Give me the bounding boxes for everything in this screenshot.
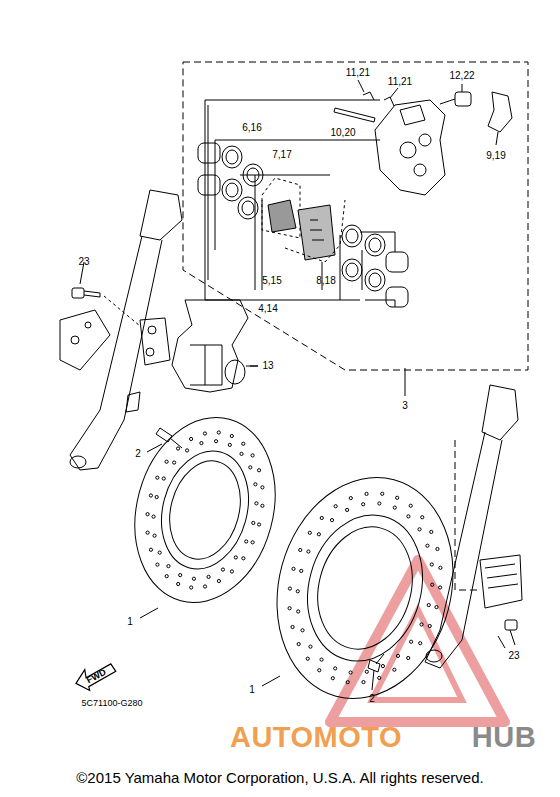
drawing-code: 5C71100-G280 <box>82 699 143 708</box>
caliper-body <box>375 100 445 195</box>
disc-holes <box>296 502 434 674</box>
pad-spring <box>488 92 512 145</box>
callout-number: 1 <box>127 617 133 627</box>
callout-number: 2 <box>135 449 141 459</box>
leader-lines <box>140 366 505 690</box>
callout-number: 8,18 <box>316 276 335 286</box>
callout-number: 11,21 <box>346 68 370 78</box>
disc-holes <box>152 440 258 581</box>
callout-number: 23 <box>508 651 519 661</box>
bolt <box>72 262 100 298</box>
copyright-caption: ©2015 Yamaha Motor Corporation, U.S.A. A… <box>76 770 483 785</box>
callout-number: 10,20 <box>330 128 355 138</box>
bleed-screw <box>440 84 471 106</box>
assembly-boundary <box>183 62 528 370</box>
brake-caliper <box>172 300 258 392</box>
callout-number: 3 <box>402 401 408 411</box>
callout-number: 12,22 <box>449 71 474 81</box>
callout-number: 4,14 <box>258 304 277 314</box>
callout-number: 11,21 <box>388 77 412 87</box>
watermark: AUTOMOTO <box>230 723 402 752</box>
watermark: HUB <box>472 723 536 752</box>
disc-holes <box>146 431 264 589</box>
watermark-logo <box>330 560 505 722</box>
caliper-exploded <box>198 100 408 307</box>
left-fork <box>60 190 182 470</box>
callout-number: 23 <box>78 257 89 267</box>
callout-number: 7,17 <box>272 150 291 160</box>
callout-number: 9,19 <box>486 151 505 161</box>
disc-bolt <box>156 428 384 672</box>
callout-number: 1 <box>249 685 255 695</box>
disc-holes <box>288 492 442 684</box>
callout-number: 5,15 <box>262 276 281 286</box>
callout-number: 2 <box>369 694 375 704</box>
callout-number: 13 <box>262 361 273 371</box>
callout-number: 6,16 <box>242 123 261 133</box>
brake-disc <box>115 402 477 719</box>
direction-arrow: FWD <box>74 660 119 692</box>
right-fork <box>425 385 522 668</box>
